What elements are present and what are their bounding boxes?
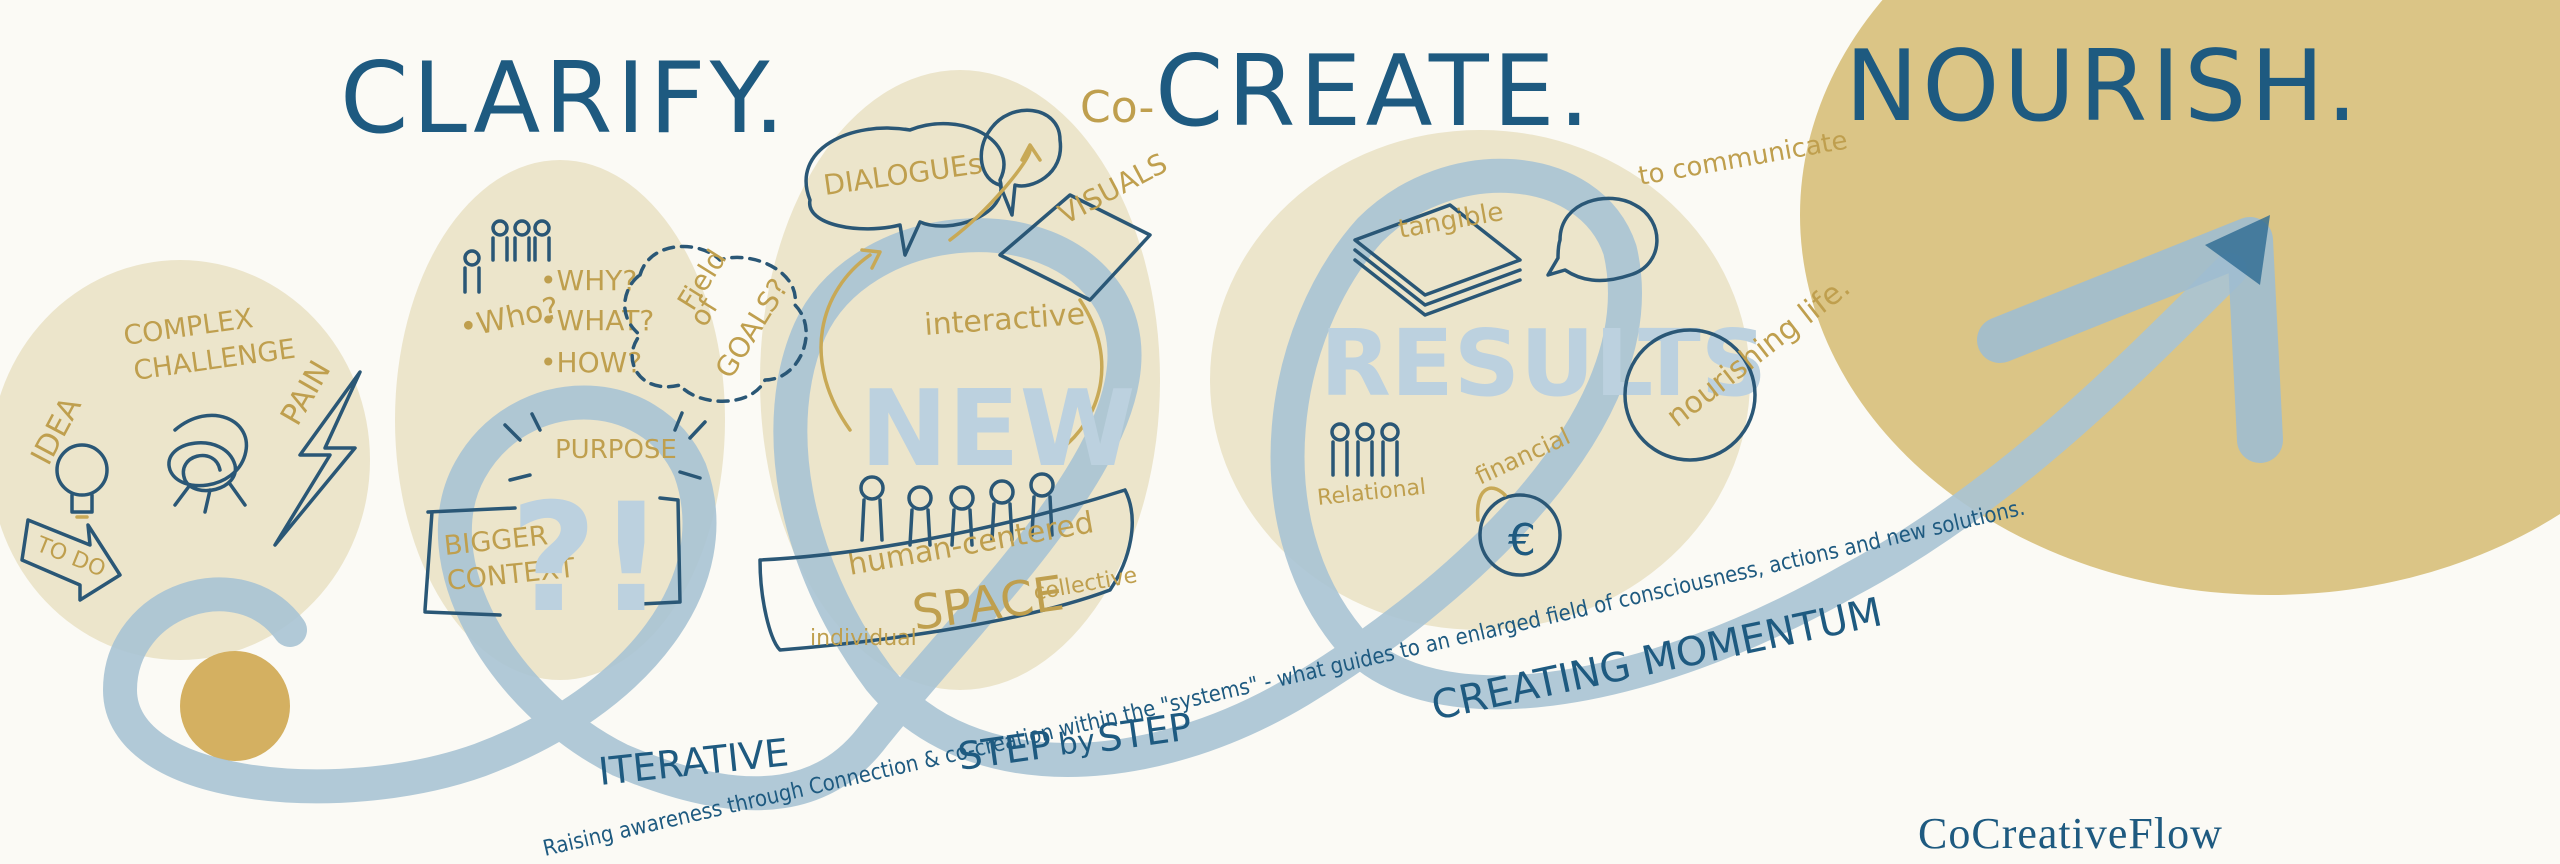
papers-stack-icon <box>1353 203 1522 317</box>
cycle-arrow-top <box>948 143 1042 242</box>
label-why: •WHY? <box>540 264 637 297</box>
signature-logo: CoCreativeFlow <box>1918 809 2223 858</box>
label-purpose: PURPOSE <box>555 435 677 465</box>
lightbulb-icon <box>55 443 109 519</box>
title-co-prefix: Co- <box>1080 82 1154 133</box>
label-euro: € <box>1508 515 1536 566</box>
tangled-scribble-icon <box>167 413 249 514</box>
blob-clarify-left <box>0 260 370 660</box>
label-new: NEW <box>860 368 1135 490</box>
clarify-section: IDEA COMPLEX CHALLENGE PAIN TO DO •Who? … <box>20 219 808 646</box>
goals-cloud-outline <box>623 244 808 403</box>
lightning-icon <box>273 370 362 547</box>
nourishing-circle <box>1623 328 1757 462</box>
visuals-card <box>998 193 1152 302</box>
create-section: DIALOGUEs VISUALS interactive NEW human-… <box>758 108 1173 652</box>
label-step-by: by <box>1056 723 1097 763</box>
label-results: RESULTS <box>1320 310 1767 417</box>
bigger-context-frame <box>423 496 682 617</box>
cycle-arrow-left <box>819 248 882 432</box>
relational-people-icon <box>1330 422 1400 477</box>
flow-loop-path <box>103 158 2247 811</box>
gold-dot <box>180 651 290 761</box>
space-platform <box>758 488 1134 652</box>
title-nourish: NOURISH. <box>1845 30 2362 144</box>
human-figures-icon <box>859 472 1055 547</box>
label-individual: individual <box>810 626 917 651</box>
people-group-icon <box>463 219 551 294</box>
title-create: CREATE. <box>1155 35 1594 149</box>
title-clarify: CLARIFY. <box>340 42 789 156</box>
speech-bubble-round <box>1546 196 1659 283</box>
purpose-rays <box>503 411 707 482</box>
euro-coin-icon <box>1475 486 1562 577</box>
dialogues-speech-bubble <box>804 121 1006 257</box>
cycle-arrow-right <box>1048 298 1104 457</box>
big-question-exclamation: ?! <box>510 472 665 646</box>
arrow-tip <box>2205 215 2270 285</box>
dialogues-speech-bubble-2 <box>979 108 1063 217</box>
label-how: •HOW? <box>540 346 642 379</box>
